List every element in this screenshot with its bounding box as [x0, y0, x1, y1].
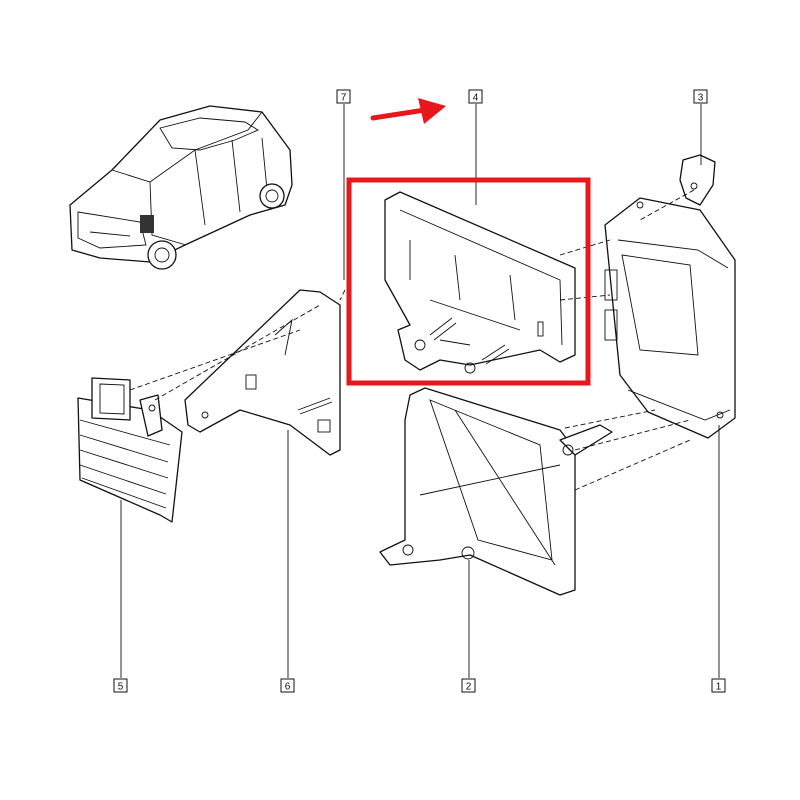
bracket-part-6: [184, 289, 341, 456]
clip-part-3: [679, 154, 716, 206]
mounting-plate-part-2: [379, 387, 613, 596]
callout-label: 6: [285, 682, 291, 693]
callout-2: 2: [461, 678, 476, 693]
red-arrow-icon: [370, 98, 446, 124]
highlight-frame: [346, 177, 591, 386]
callout-label: 1: [716, 682, 722, 693]
ecu-part-1: [604, 197, 736, 439]
resistor-part-5: [77, 377, 183, 523]
callout-label: 4: [473, 93, 479, 104]
callout-label: 5: [118, 682, 124, 693]
callout-6: 6: [280, 678, 295, 693]
callout-5: 5: [113, 678, 128, 693]
callout-3: 3: [693, 89, 708, 104]
callout-4: 4: [468, 89, 483, 104]
bracket-part-4: [384, 191, 576, 374]
callout-label: 3: [698, 93, 704, 104]
callout-7: 7: [336, 89, 351, 104]
leader-lines: [120, 104, 720, 678]
callout-label: 7: [341, 93, 347, 104]
car-illustration: [69, 105, 293, 270]
component-location-marker: [140, 215, 154, 233]
callout-label: 2: [466, 682, 472, 693]
assembly-guide-lines: [129, 189, 695, 491]
callout-1: 1: [711, 678, 726, 693]
